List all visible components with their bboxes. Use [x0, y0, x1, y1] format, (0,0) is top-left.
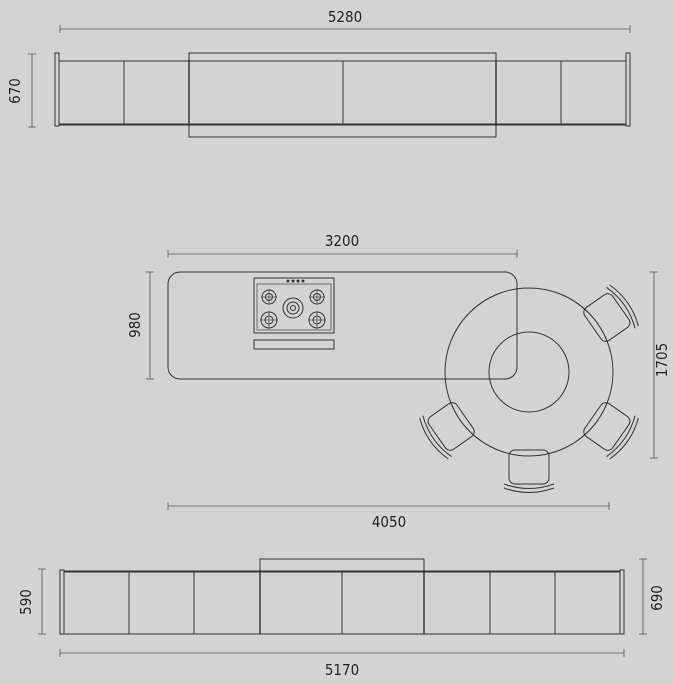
chair-right-lower — [583, 402, 639, 460]
overall-depth-label: 1705 — [653, 343, 671, 377]
left-height-label: 590 — [17, 589, 35, 615]
plan-view: 3200 980 4050 1705 — [126, 232, 671, 531]
bottom-width-label: 5170 — [325, 661, 359, 679]
right-height-label: 690 — [648, 585, 666, 611]
chair-left-lower — [419, 402, 475, 460]
right-side-panel — [625, 52, 631, 127]
overall-width-label: 4050 — [372, 513, 406, 531]
table-center — [488, 331, 570, 413]
top-height-label: 670 — [6, 78, 24, 104]
bottom-elevation: 590 690 5170 — [17, 558, 666, 679]
bottom-right-side-panel — [619, 569, 625, 635]
control-strip — [253, 339, 335, 350]
left-side-panel — [54, 52, 60, 127]
gas-hob-icon — [253, 277, 335, 334]
top-width-label: 5280 — [328, 8, 362, 26]
top-elevation: 5280 670 — [6, 8, 631, 138]
island-width-label: 3200 — [325, 232, 359, 250]
chair-bottom — [503, 449, 555, 493]
raised-central-block — [259, 558, 425, 635]
island-countertop — [167, 271, 518, 380]
central-block-outline — [188, 52, 497, 138]
island-depth-label: 980 — [126, 312, 144, 338]
bottom-left-side-panel — [59, 569, 65, 635]
round-table — [444, 287, 614, 457]
chair-right-upper — [583, 284, 639, 342]
